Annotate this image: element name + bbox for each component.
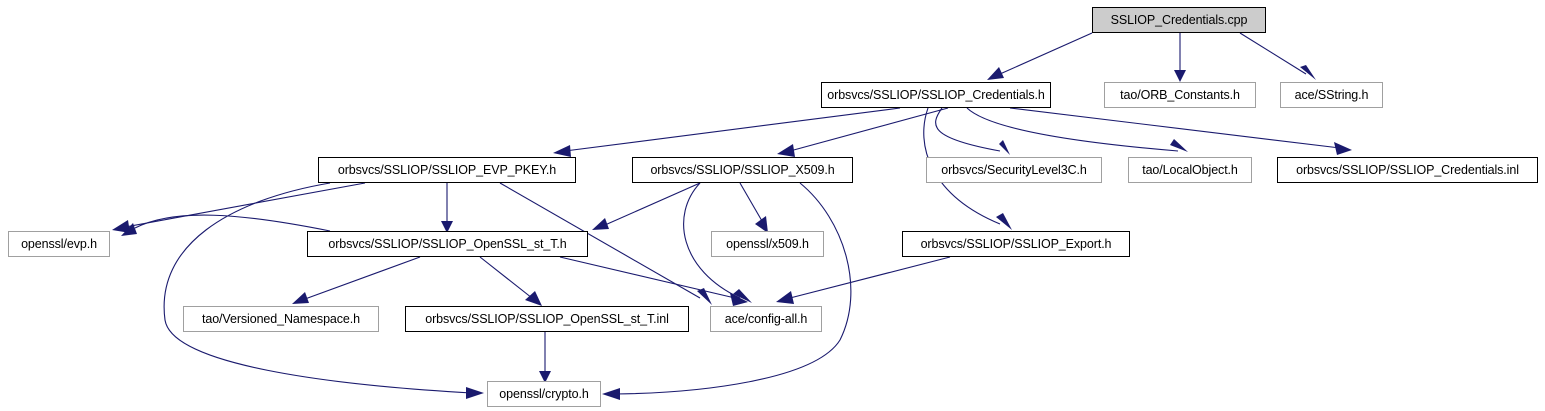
node-label: orbsvcs/SecurityLevel3C.h (941, 162, 1087, 177)
node-openssl-x509-h[interactable]: openssl/x509.h (711, 231, 824, 257)
node-label: openssl/crypto.h (499, 386, 589, 401)
node-label: orbsvcs/SSLIOP/SSLIOP_Credentials.inl (1296, 162, 1519, 177)
node-label: openssl/x509.h (726, 236, 809, 251)
node-label: orbsvcs/SSLIOP/SSLIOP_X509.h (650, 162, 835, 177)
node-label: SSLIOP_Credentials.cpp (1110, 12, 1248, 27)
node-sslIOP-credentials-cpp[interactable]: SSLIOP_Credentials.cpp (1092, 7, 1266, 33)
node-sslIOP-credentials-h[interactable]: orbsvcs/SSLIOP/SSLIOP_Credentials.h (821, 82, 1051, 108)
node-label: orbsvcs/SSLIOP/SSLIOP_Credentials.h (827, 87, 1045, 102)
node-tao-versioned-namespace-h[interactable]: tao/Versioned_Namespace.h (183, 306, 379, 332)
node-label: orbsvcs/SSLIOP/SSLIOP_Export.h (920, 236, 1112, 251)
node-orbsvcs-securitylevel3c-h[interactable]: orbsvcs/SecurityLevel3C.h (926, 157, 1102, 183)
node-label: openssl/evp.h (21, 236, 97, 251)
node-tao-orb-constants-h[interactable]: tao/ORB_Constants.h (1104, 82, 1256, 108)
node-sslIOP-credentials-inl[interactable]: orbsvcs/SSLIOP/SSLIOP_Credentials.inl (1277, 157, 1538, 183)
node-openssl-evp-h[interactable]: openssl/evp.h (8, 231, 110, 257)
node-ace-config-all-h[interactable]: ace/config-all.h (710, 306, 822, 332)
node-label: ace/SString.h (1294, 87, 1369, 102)
node-label: orbsvcs/SSLIOP/SSLIOP_EVP_PKEY.h (337, 162, 557, 177)
node-label: orbsvcs/SSLIOP/SSLIOP_OpenSSL_st_T.inl (425, 311, 669, 326)
node-sslIOP-x509-h[interactable]: orbsvcs/SSLIOP/SSLIOP_X509.h (632, 157, 853, 183)
node-label: tao/ORB_Constants.h (1120, 87, 1240, 102)
node-label: ace/config-all.h (724, 311, 808, 326)
node-label: orbsvcs/SSLIOP/SSLIOP_OpenSSL_st_T.h (328, 236, 567, 251)
node-openssl-crypto-h[interactable]: openssl/crypto.h (487, 381, 601, 407)
node-sslIOP-openssl-st-t-inl[interactable]: orbsvcs/SSLIOP/SSLIOP_OpenSSL_st_T.inl (405, 306, 689, 332)
node-sslIOP-evp-pkey-h[interactable]: orbsvcs/SSLIOP/SSLIOP_EVP_PKEY.h (318, 157, 576, 183)
node-sslIOP-openssl-st-t-h[interactable]: orbsvcs/SSLIOP/SSLIOP_OpenSSL_st_T.h (307, 231, 588, 257)
node-label: tao/Versioned_Namespace.h (201, 311, 361, 326)
node-ace-sstring-h[interactable]: ace/SString.h (1280, 82, 1383, 108)
node-tao-localobject-h[interactable]: tao/LocalObject.h (1128, 157, 1252, 183)
node-sslIOP-export-h[interactable]: orbsvcs/SSLIOP/SSLIOP_Export.h (902, 231, 1130, 257)
node-label: tao/LocalObject.h (1142, 162, 1238, 177)
